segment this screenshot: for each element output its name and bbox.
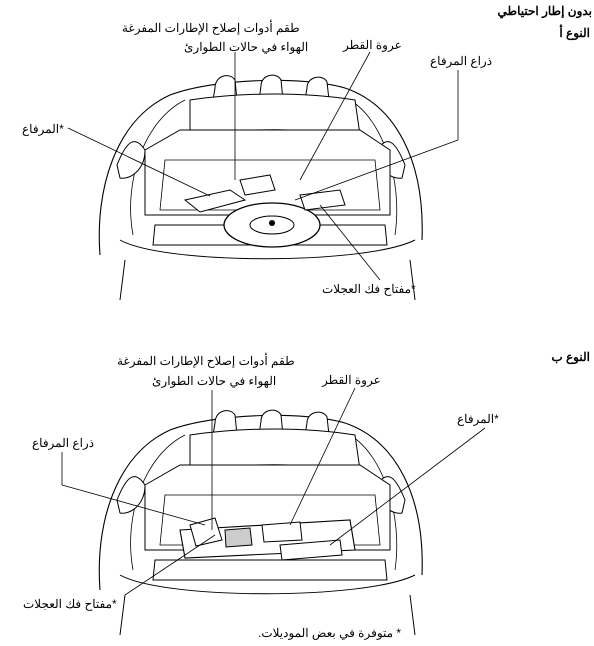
footnote: * متوفرة في بعض الموديلات. [258, 626, 402, 640]
type-a-kit-label-line2: الهواء في حالات الطوارئ [184, 40, 309, 54]
type-a-label: النوع أ [559, 26, 590, 40]
type-b-jack-handle-label: ذراع المرفاع [32, 436, 95, 450]
type-b-tow-hook-label: عروة القطر [322, 373, 381, 387]
asterisk-marker: * [59, 122, 64, 136]
type-b-jack-label: *المرفاع [457, 412, 499, 426]
page-title: بدون إطار احتياطي [497, 4, 592, 18]
type-a-jack-handle-label: ذراع المرفاع [430, 54, 493, 68]
type-a-vehicle-drawing [98, 74, 423, 301]
type-a-tow-hook-label: عروة القطر [343, 38, 402, 52]
type-b-leader-lines [61, 387, 486, 596]
asterisk-marker: * [396, 626, 402, 640]
type-a-jack-label: *المرفاع [22, 122, 64, 136]
asterisk-marker: * [494, 412, 499, 426]
type-b-kit-label-line1: طقم أدوات إصلاح الإطارات المفرغة [117, 354, 295, 368]
type-b-kit-label-line2: الهواء في حالات الطوارئ [152, 374, 277, 388]
type-a-kit-label-line1: طقم أدوات إصلاح الإطارات المفرغة [122, 21, 300, 35]
type-b-label: النوع ب [551, 350, 590, 364]
asterisk-marker: * [112, 597, 117, 611]
type-a-leader-lines [67, 51, 459, 281]
type-b-lug-wrench-label: *مفتاح فك العجلات [23, 597, 117, 611]
type-b-vehicle-drawing [98, 409, 423, 636]
